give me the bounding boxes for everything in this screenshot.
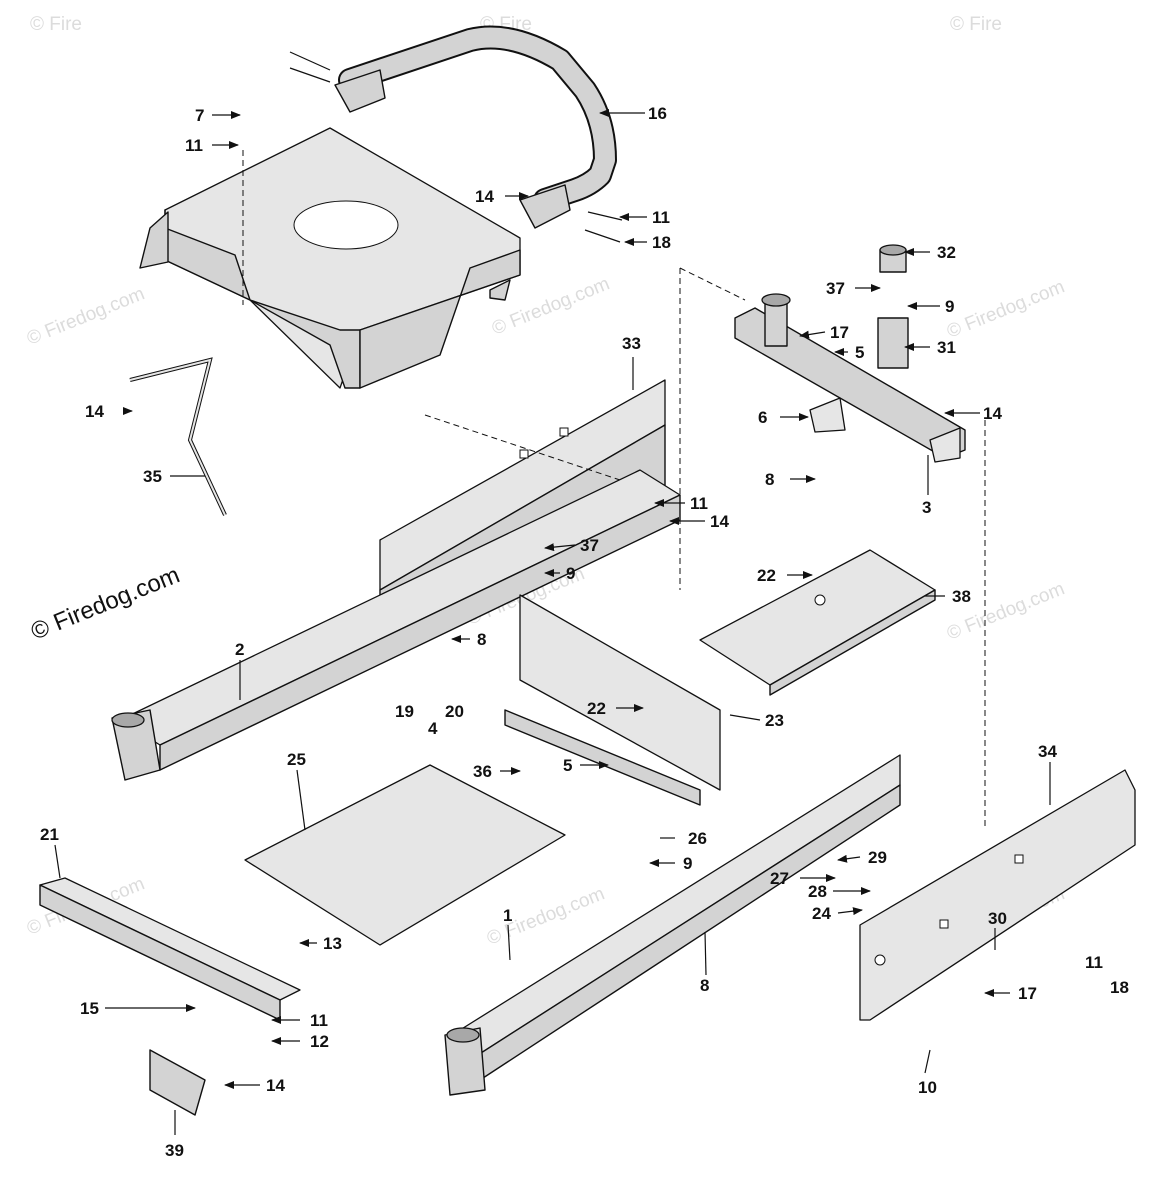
- callout-label: 11: [652, 208, 670, 227]
- callout-label: 11: [690, 494, 708, 513]
- seat-pan: [139, 127, 521, 389]
- callout-label: 8: [700, 976, 709, 995]
- callout-label: 32: [937, 243, 956, 262]
- callout-label: 17: [1018, 984, 1037, 1003]
- callout-label: 19: [395, 702, 414, 721]
- callout-label: 38: [952, 587, 971, 606]
- callout-label: 20: [445, 702, 464, 721]
- callout-label: 7: [195, 106, 204, 125]
- callout-label: 18: [1110, 978, 1129, 997]
- callout-label: 3: [922, 498, 931, 517]
- callout-label: 9: [945, 297, 954, 316]
- callout-label: 39: [165, 1141, 184, 1160]
- callout-label: 33: [622, 334, 641, 353]
- callout-label: 24: [812, 904, 831, 923]
- callout-label: 14: [983, 404, 1002, 423]
- right-side-plate: [859, 769, 1136, 1021]
- callout-label: 12: [310, 1032, 329, 1051]
- watermark-logo-text: © Firedog.com: [27, 561, 183, 645]
- callout-label: 1: [503, 906, 512, 925]
- callout-label: 26: [688, 829, 707, 848]
- callout-label: 25: [287, 750, 306, 769]
- callout-label: 9: [566, 564, 575, 583]
- callout-label: 23: [765, 711, 784, 730]
- callout-label: 15: [80, 999, 99, 1018]
- callout-label: 13: [323, 934, 342, 953]
- rod: [129, 357, 227, 516]
- callout-label: 31: [937, 338, 956, 357]
- callout-label: 5: [563, 756, 572, 775]
- seat-support-bracket: [679, 244, 986, 830]
- watermark-text: © Fire: [950, 14, 1002, 35]
- callout-label: 5: [855, 343, 864, 362]
- callout-label: 17: [830, 323, 849, 342]
- callout-label: 21: [40, 825, 59, 844]
- callout-label: 11: [185, 136, 203, 155]
- callout-label: 14: [710, 512, 729, 531]
- callout-label: 35: [143, 467, 162, 486]
- callout-label: 18: [652, 233, 671, 252]
- left-frame-rail: [111, 469, 681, 781]
- handle-bar: [289, 25, 623, 243]
- callout-label: 22: [757, 566, 776, 585]
- callout-label: 37: [580, 536, 599, 555]
- leader-lines: [54, 109, 1051, 1135]
- seat-adjust-bracket: [504, 594, 721, 806]
- callout-label: 14: [85, 402, 104, 421]
- callout-label: 9: [683, 854, 692, 873]
- callout-label: 2: [235, 640, 244, 659]
- callout-label: 27: [770, 869, 789, 888]
- callout-label: 28: [808, 882, 827, 901]
- floor-mat: [244, 764, 566, 946]
- callout-label: 36: [473, 762, 492, 781]
- callout-label: 30: [988, 909, 1007, 928]
- callout-label: 8: [477, 630, 486, 649]
- callout-label: 4: [428, 719, 438, 738]
- callout-label: 29: [868, 848, 887, 867]
- callout-label: 16: [648, 104, 667, 123]
- front-bracket: [39, 877, 301, 1116]
- callout-label: 34: [1038, 742, 1057, 761]
- callout-label: 37: [826, 279, 845, 298]
- callout-label: 6: [758, 408, 767, 427]
- callout-labels: 7 11 16 14 11 18 32 37 9 17 31 5 6 14 8 …: [40, 104, 1129, 1160]
- watermark-text: © Firedog.com: [24, 283, 148, 349]
- watermark-text: © Firedog.com: [944, 276, 1068, 342]
- watermark-text: © Fire: [30, 14, 82, 35]
- callout-label: 14: [475, 187, 494, 206]
- callout-label: 11: [310, 1011, 328, 1030]
- callout-label: 14: [266, 1076, 285, 1095]
- callout-label: 11: [1085, 953, 1103, 972]
- callout-label: 8: [765, 470, 774, 489]
- callout-label: 22: [587, 699, 606, 718]
- floor-plate: [699, 549, 936, 696]
- right-frame-rail: [444, 754, 901, 1096]
- callout-label: 10: [918, 1078, 937, 1097]
